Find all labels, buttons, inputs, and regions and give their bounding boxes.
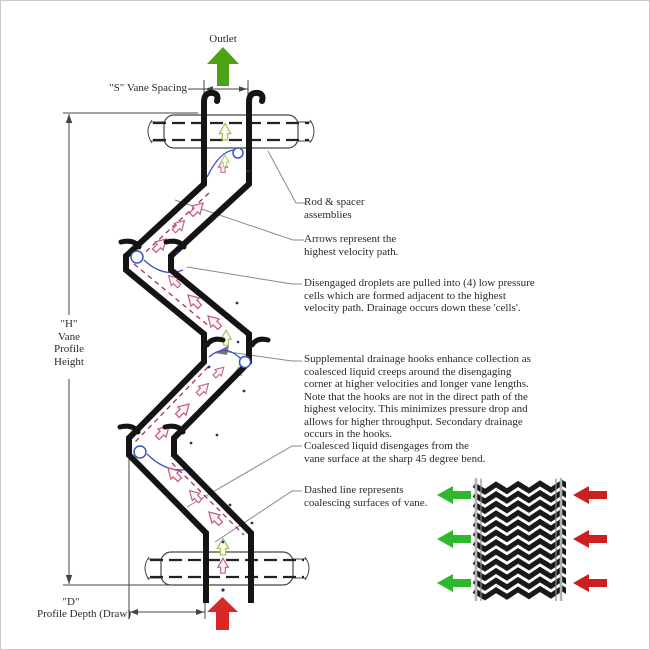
- droplet-circles: [130, 147, 252, 459]
- outlet-arrow-icon: [207, 47, 239, 86]
- vane-top-hook-left: [201, 89, 221, 105]
- drainage-hook: [204, 336, 226, 348]
- rod-spacer-top: [147, 114, 315, 149]
- rod-spacer-bottom: [144, 551, 310, 586]
- vane-top-hook-right: [246, 89, 266, 105]
- inset-inflow-arrows: [573, 486, 607, 592]
- left-arrow-icon: [573, 574, 607, 592]
- vane-left: [123, 101, 209, 603]
- left-arrow-icon: [437, 574, 471, 592]
- left-arrow-icon: [573, 530, 607, 548]
- leader-dashed-line: [214, 490, 302, 543]
- drainage-hook: [162, 423, 186, 435]
- leader-disengaged-droplets: [186, 266, 302, 285]
- leader-coalesced: [186, 445, 302, 508]
- inset-outflow-arrows: [437, 486, 471, 592]
- dimension-lines: [63, 80, 249, 619]
- inlet-arrow-icon: [207, 597, 238, 630]
- drainage-hook: [249, 336, 271, 348]
- vane-pack-photo: [472, 478, 566, 601]
- left-arrow-icon: [573, 486, 607, 504]
- drainage-hook: [163, 238, 187, 250]
- drainage-hook: [118, 238, 142, 250]
- drainage-hook: [117, 423, 141, 435]
- coalescing-dashed-lines: [133, 192, 245, 536]
- leader-supplemental-hooks: [221, 350, 302, 362]
- vane-profiles: [117, 89, 271, 603]
- leader-rod-spacer: [267, 150, 306, 204]
- droplet-specks: [175, 169, 254, 592]
- left-arrow-icon: [437, 530, 471, 548]
- left-arrow-icon: [437, 486, 471, 504]
- vane-right: [168, 101, 254, 603]
